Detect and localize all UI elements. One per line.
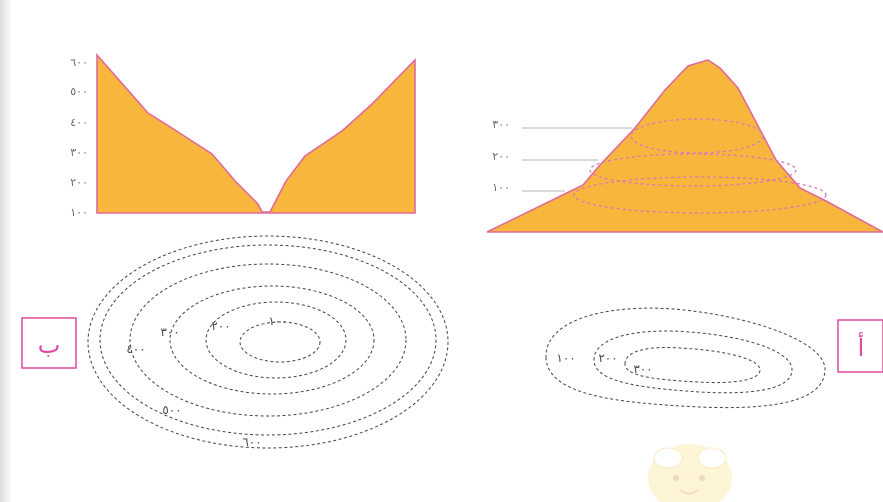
valley-label-200: ٢٠٠ xyxy=(211,319,230,333)
valley-label-100: ١٠٠ xyxy=(268,314,287,328)
hill-guide-lines xyxy=(522,127,632,192)
page-edge-shadow xyxy=(0,0,12,502)
hill-contour-map xyxy=(545,307,826,409)
valley-contour-600 xyxy=(87,235,449,449)
hill-label-300: ٣٠٠ xyxy=(633,362,652,376)
valley-tick-400: ٤٠٠ xyxy=(70,116,88,129)
valley-contour-400 xyxy=(129,263,407,417)
valley-contour-200 xyxy=(205,301,347,379)
hill-tick-300: ٣٠٠ xyxy=(492,118,510,131)
valley-tick-300: ٣٠٠ xyxy=(70,146,88,159)
hill-tick-200: ٢٠٠ xyxy=(492,150,510,163)
hill-contour-300 xyxy=(624,347,761,384)
hill-label-200: ٢٠٠ xyxy=(598,351,617,365)
hill-tick-100: ١٠٠ xyxy=(492,181,510,194)
hill-contour-200 xyxy=(593,330,793,394)
hill-slice-ellipses xyxy=(573,118,827,214)
hill-profile-group: ٣٠٠ ٢٠٠ ١٠٠ xyxy=(486,59,883,233)
valley-profile xyxy=(96,52,416,214)
valley-y-axis-ticks: ٦٠٠ ٥٠٠ ٤٠٠ ٣٠٠ ٢٠٠ ١٠٠ xyxy=(70,56,88,219)
bee-mascot-icon xyxy=(648,444,732,502)
valley-profile-group: ٦٠٠ ٥٠٠ ٤٠٠ ٣٠٠ ٢٠٠ ١٠٠ xyxy=(70,52,416,219)
valley-label-300: ٣٠٠ xyxy=(160,325,179,339)
hill-slice-100 xyxy=(573,176,827,214)
hill-contour-labels: ١٠٠ ٢٠٠ ٣٠٠ xyxy=(556,351,652,376)
valley-tick-200: ٢٠٠ xyxy=(70,176,88,189)
valley-tick-500: ٥٠٠ xyxy=(70,85,88,98)
hill-label-100: ١٠٠ xyxy=(556,351,575,365)
label-letter-ba: ب xyxy=(38,331,61,359)
valley-contour-labels: ١٠٠ ٢٠٠ ٣٠٠ ٤٠٠ ٥٠٠ ٦٠٠ xyxy=(126,314,287,449)
valley-label-500: ٥٠٠ xyxy=(162,403,181,417)
hill-slice-300 xyxy=(630,118,764,154)
hill-y-axis-ticks: ٣٠٠ ٢٠٠ ١٠٠ xyxy=(492,118,510,194)
valley-tick-600: ٦٠٠ xyxy=(70,56,88,69)
valley-tick-100: ١٠٠ xyxy=(70,206,88,219)
hill-contour-100 xyxy=(545,307,826,409)
label-letter-alif: أ xyxy=(858,332,865,362)
valley-contour-500 xyxy=(99,244,437,436)
hill-slice-200 xyxy=(589,153,797,187)
valley-contour-100 xyxy=(239,321,321,363)
valley-contour-300 xyxy=(169,285,375,395)
label-box-alif: أ xyxy=(837,319,883,373)
valley-contour-map xyxy=(87,235,449,449)
valley-label-400: ٤٠٠ xyxy=(126,342,145,356)
hill-profile xyxy=(486,59,883,233)
label-box-ba: ب xyxy=(21,317,77,369)
valley-label-600: ٦٠٠ xyxy=(242,435,261,449)
